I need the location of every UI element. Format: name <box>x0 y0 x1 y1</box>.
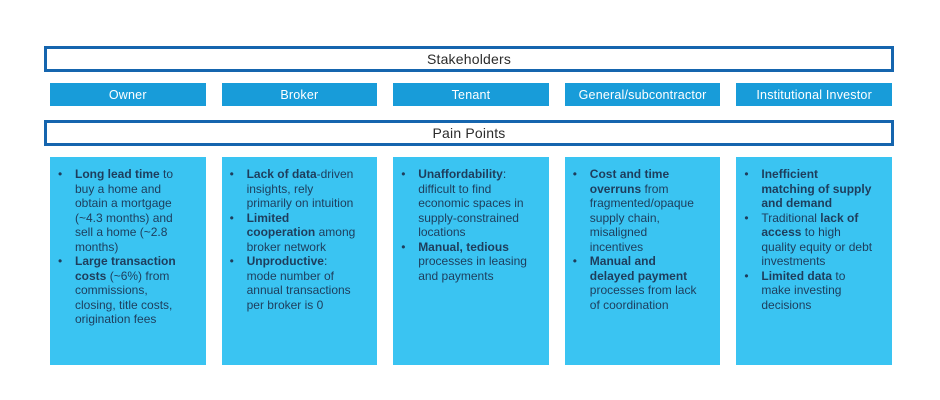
bullet-text: Limited cooperation among broker network <box>246 210 356 254</box>
stakeholder-tab-broker: Broker <box>221 83 378 106</box>
bullet-item: • Manual and delayed payment processes fr… <box>573 254 703 312</box>
bullet-item: • Unaffordability: difficult to find econ… <box>401 167 531 240</box>
bullet-text: Inefficient matching of supply and deman… <box>761 167 872 210</box>
pain-points-band-label: Pain Points <box>432 125 506 141</box>
pain-points-box-institutional-investor: • Inefficient matching of supply and dema… <box>736 157 892 365</box>
stakeholder-tab-institutional-investor: Institutional Investor <box>736 83 892 106</box>
bullet-item: • Long lead time to buy a home and obtain… <box>58 167 188 254</box>
pain-point-boxes-row: • Long lead time to buy a home and obtain… <box>50 157 892 365</box>
bullet-marker: • <box>401 239 406 254</box>
stakeholder-tab-owner: Owner <box>50 83 206 106</box>
bullet-item: • Traditional lack of access to high qual… <box>744 211 874 269</box>
bullet-text: Long lead time to buy a home and obtain … <box>75 167 174 254</box>
bullet-item: • Lack of data-driven insights, rely prim… <box>230 167 360 211</box>
bullet-item: • Limited cooperation among broker networ… <box>230 211 360 255</box>
pain-points-box-general-subcontractor: • Cost and time overruns from fragmented/… <box>564 157 721 365</box>
stakeholder-tab-tenant: Tenant <box>393 83 549 106</box>
bullet-marker: • <box>229 210 234 225</box>
bullet-marker: • <box>58 167 63 181</box>
bullet-text: Manual, tedious processes in leasing and… <box>418 239 527 283</box>
bullet-item: • Limited data to make investing decision… <box>744 269 874 313</box>
pain-points-box-owner: • Long lead time to buy a home and obtain… <box>50 157 206 365</box>
bullet-text: Unproductive: mode number of annual tran… <box>246 254 351 312</box>
bullet-text: Large transaction costs (~6%) from commi… <box>75 254 176 326</box>
stakeholder-tab-general-subcontractor: General/subcontractor <box>564 83 721 106</box>
bullet-text: Cost and time overruns from fragmented/o… <box>589 167 694 254</box>
stakeholder-tabs-row: Owner Broker Tenant General/subcontractor In… <box>50 83 892 106</box>
bullet-marker: • <box>229 167 234 181</box>
bullet-item: • Unproductive: mode number of annual tra… <box>230 254 360 312</box>
bullet-marker: • <box>58 254 63 268</box>
bullet-item: • Large transaction costs (~6%) from comm… <box>58 254 188 327</box>
pain-points-box-broker: • Lack of data-driven insights, rely prim… <box>221 157 378 365</box>
bullet-marker: • <box>572 167 577 181</box>
bullet-marker: • <box>744 268 749 283</box>
bullet-item: • Cost and time overruns from fragmented/… <box>573 167 703 254</box>
bullet-marker: • <box>572 254 577 268</box>
bullet-marker: • <box>401 167 406 181</box>
bullet-item: • Inefficient matching of supply and dema… <box>744 167 874 211</box>
bullet-text: Limited data to make investing decisions <box>761 268 846 312</box>
stakeholders-band: Stakeholders <box>44 46 894 72</box>
bullet-marker: • <box>744 210 749 225</box>
stakeholders-band-label: Stakeholders <box>426 51 512 67</box>
bullet-item: • Manual, tedious processes in leasing an… <box>401 240 531 284</box>
pain-points-box-tenant: • Unaffordability: difficult to find econ… <box>393 157 549 365</box>
bullet-marker: • <box>744 167 749 181</box>
bullet-marker: • <box>229 254 234 268</box>
bullet-text: Manual and delayed payment processes fro… <box>589 254 697 312</box>
pain-points-band: Pain Points <box>44 120 894 146</box>
bullet-text: Unaffordability: difficult to find econo… <box>418 167 524 239</box>
bullet-text: Lack of data-driven insights, rely prima… <box>246 167 354 210</box>
bullet-text: Traditional lack of access to high quali… <box>761 210 873 269</box>
